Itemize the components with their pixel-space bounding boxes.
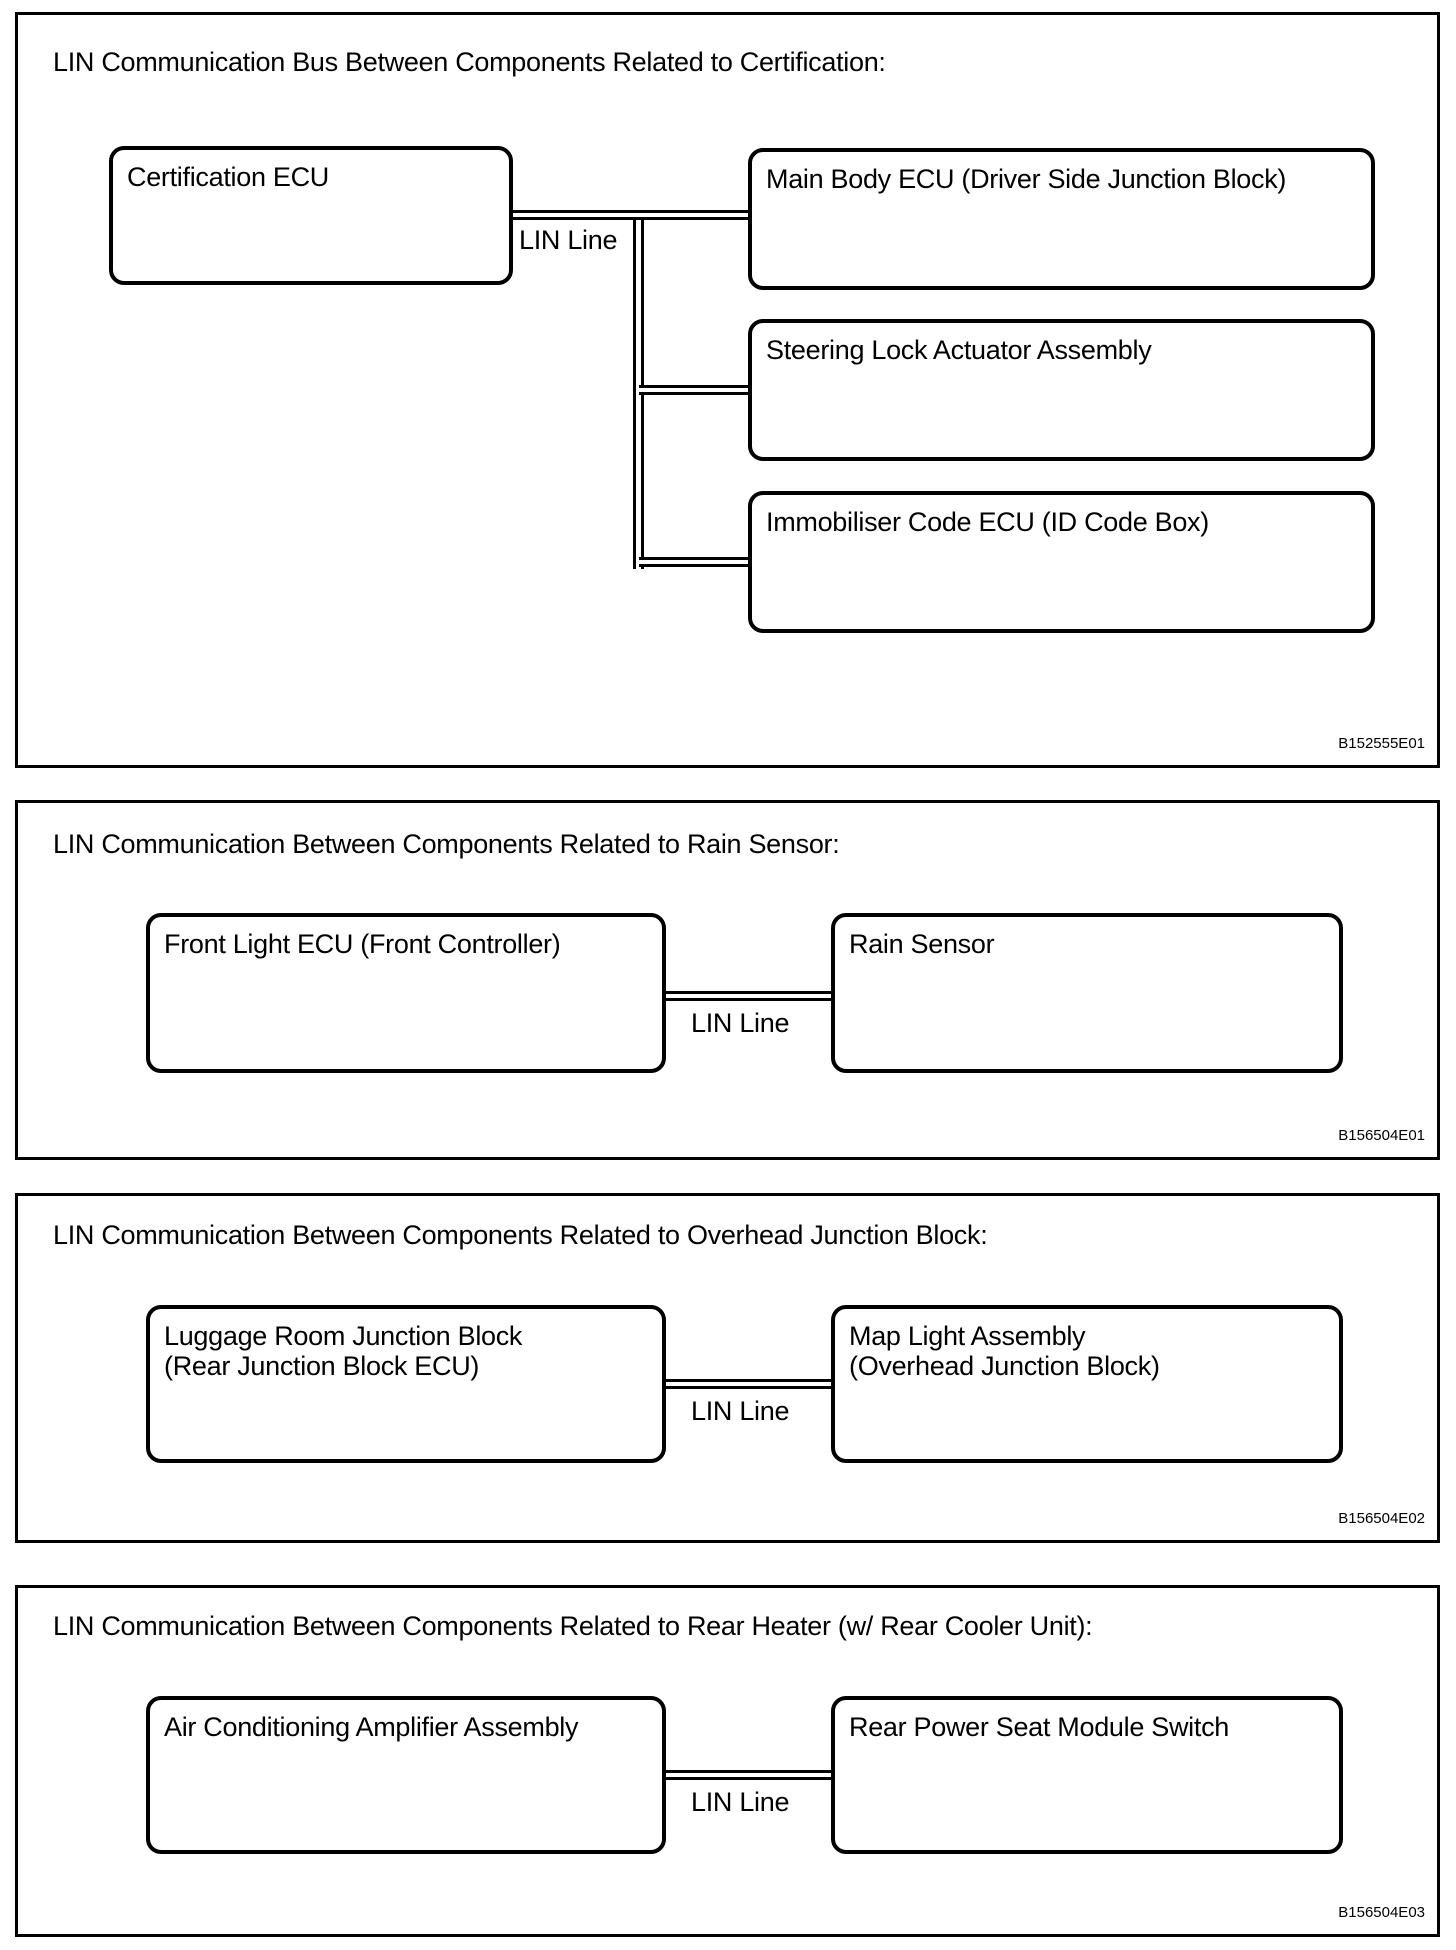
main-body-ecu-box: Main Body ECU (Driver Side Junction Bloc… (748, 148, 1375, 290)
node-label: Rain Sensor (849, 929, 995, 959)
node-label: Immobiliser Code ECU (ID Code Box) (766, 507, 1209, 537)
node-label: Certification ECU (127, 162, 329, 192)
lin-line-label: LIN Line (691, 1008, 790, 1038)
node-label: Main Body ECU (Driver Side Junction Bloc… (766, 164, 1287, 194)
panel-certification: LIN Communication Bus Between Components… (15, 12, 1440, 768)
figure-ref-code: B156504E02 (1338, 1510, 1425, 1527)
panel-title: LIN Communication Between Components Rel… (53, 1220, 988, 1250)
ac-amplifier-assembly-box: Air Conditioning Amplifier Assembly (146, 1696, 666, 1854)
lin-line-label: LIN Line (519, 225, 618, 255)
node-label: Steering Lock Actuator Assembly (766, 335, 1152, 365)
node-label: Front Light ECU (Front Controller) (164, 929, 561, 959)
steering-lock-actuator-box: Steering Lock Actuator Assembly (748, 319, 1375, 461)
lin-bus-branch-to-immobiliser (639, 557, 748, 567)
luggage-room-junction-block-box: Luggage Room Junction Block (Rear Juncti… (146, 1305, 666, 1463)
map-light-assembly-box: Map Light Assembly (Overhead Junction Bl… (831, 1305, 1343, 1463)
certification-ecu-box: Certification ECU (109, 146, 513, 285)
figure-ref-code: B156504E01 (1338, 1127, 1425, 1144)
lin-bus-line-to-main-body (513, 210, 748, 220)
lin-line-connector (666, 1770, 831, 1780)
panel-rear-heater: LIN Communication Between Components Rel… (15, 1585, 1440, 1937)
front-light-ecu-box: Front Light ECU (Front Controller) (146, 913, 666, 1073)
node-label: Luggage Room Junction Block (164, 1321, 523, 1351)
node-label: Rear Power Seat Module Switch (849, 1712, 1229, 1742)
figure-ref-code: B152555E01 (1338, 735, 1425, 752)
figure-ref-code: B156504E03 (1338, 1904, 1425, 1921)
lin-line-label: LIN Line (691, 1396, 790, 1426)
node-label: (Overhead Junction Block) (849, 1351, 1160, 1381)
immobiliser-code-ecu-box: Immobiliser Code ECU (ID Code Box) (748, 491, 1375, 633)
rear-power-seat-module-switch-box: Rear Power Seat Module Switch (831, 1696, 1343, 1854)
panel-title: LIN Communication Between Components Rel… (53, 829, 840, 859)
node-label: Air Conditioning Amplifier Assembly (164, 1712, 579, 1742)
rain-sensor-box: Rain Sensor (831, 913, 1343, 1073)
lin-line-connector (666, 991, 831, 1001)
panel-title: LIN Communication Between Components Rel… (53, 1611, 1093, 1641)
node-label: Map Light Assembly (849, 1321, 1086, 1351)
panel-overhead-junction-block: LIN Communication Between Components Rel… (15, 1193, 1440, 1543)
lin-bus-branch-to-steering-lock (639, 385, 748, 395)
lin-line-connector (666, 1379, 831, 1389)
panel-title: LIN Communication Bus Between Components… (53, 47, 886, 77)
node-label: (Rear Junction Block ECU) (164, 1351, 480, 1381)
lin-line-label: LIN Line (691, 1787, 790, 1817)
panel-rain-sensor: LIN Communication Between Components Rel… (15, 800, 1440, 1160)
